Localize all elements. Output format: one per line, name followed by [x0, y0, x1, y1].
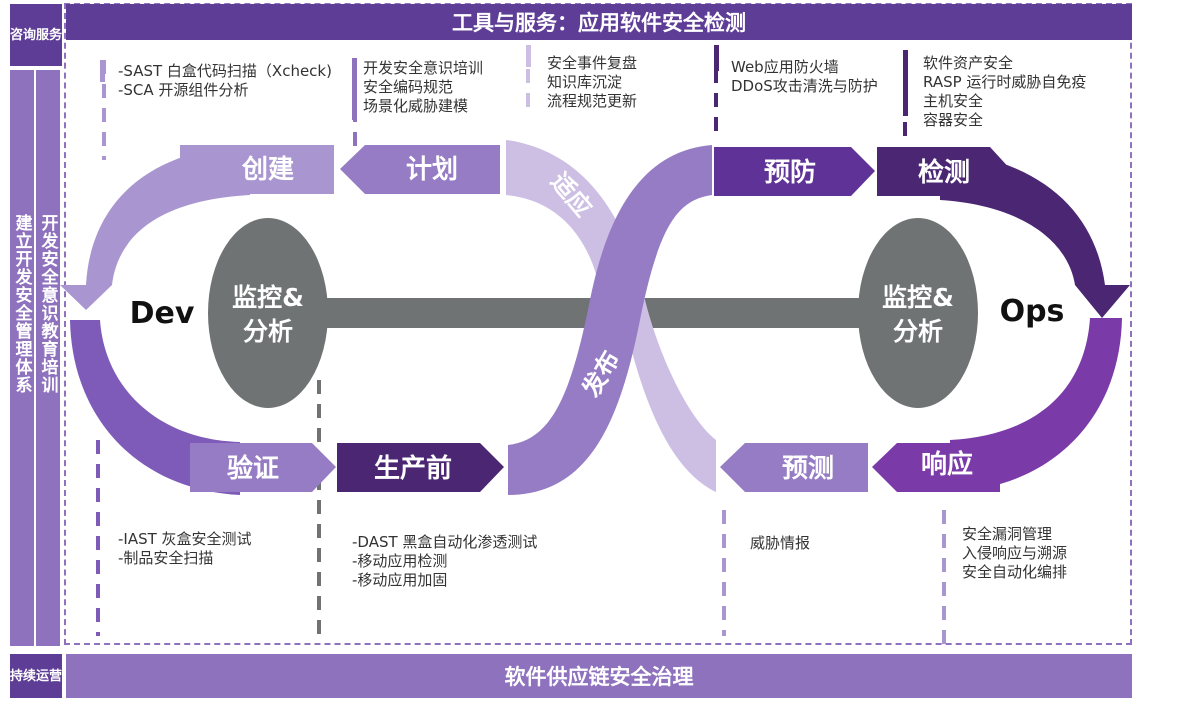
dev-monitor-ellipse — [208, 218, 328, 408]
prevent-notes: Web应用防火墙 DDoS攻击清洗与防护 — [731, 58, 878, 96]
preprod-notes: -DAST 黑盒自动化渗透测试 -移动应用检测 -移动应用加固 — [352, 533, 537, 590]
plan-shape — [340, 145, 500, 194]
supply-chain-banner: 软件供应链安全治理 — [66, 654, 1132, 698]
dev-center-line1: 监控& — [232, 283, 304, 312]
incident-review-note: 安全事件复盘 — [547, 54, 638, 72]
dev-center-line2: 分析 — [243, 317, 293, 346]
prevent-notes-marker — [714, 45, 719, 71]
mobile-harden-note: -移动应用加固 — [352, 571, 448, 589]
respond-shape — [872, 443, 1000, 492]
verify-shape — [190, 443, 336, 492]
operations-label: 持续运营 — [10, 654, 62, 698]
tools-services-banner: 工具与服务：应用软件安全检测 — [66, 4, 1132, 40]
adapt-notes: 安全事件复盘 知识库沉淀 流程规范更新 — [547, 54, 637, 111]
dast-note: -DAST 黑盒自动化渗透测试 — [352, 533, 538, 551]
ops-monitor-ellipse — [858, 218, 978, 408]
detect-notes-marker — [903, 50, 908, 116]
consulting-label: 咨询服务 — [10, 4, 62, 66]
host-security-note: 主机安全 — [923, 92, 984, 110]
sast-note: -SAST 白盒代码扫描（Xcheck) — [118, 62, 332, 80]
detect-label: 检测 — [918, 157, 970, 188]
verify-notes: -IAST 灰盒安全测试 -制品安全扫描 — [118, 530, 252, 568]
soar-note: 安全自动化编排 — [962, 563, 1068, 581]
prevent-shape — [714, 147, 875, 196]
plan-label: 计划 — [406, 155, 458, 185]
ops-center-line2: 分析 — [893, 317, 943, 346]
create-label: 创建 — [241, 155, 294, 185]
verify-label: 验证 — [227, 453, 279, 484]
knowledge-base-note: 知识库沉淀 — [547, 73, 623, 91]
release-ribbon — [508, 145, 712, 495]
vuln-mgmt-note: 安全漏洞管理 — [962, 525, 1053, 543]
ops-label: Ops — [1000, 294, 1065, 329]
threat-modeling-note: 场景化威胁建模 — [363, 97, 469, 115]
adapt-ribbon — [506, 140, 716, 492]
rasp-note: RASP 运行时威胁自免疫 — [923, 73, 1087, 91]
ops-center-line1: 监控& — [882, 283, 954, 312]
preprod-label: 生产前 — [374, 453, 452, 484]
dev-label: Dev — [130, 296, 195, 331]
create-shape — [180, 145, 334, 194]
plan-notes-marker — [352, 58, 357, 120]
governance-system-bar: 建立开发安全管理体系 — [10, 70, 34, 646]
respond-notes: 安全漏洞管理 入侵响应与溯源 安全自动化编排 — [962, 525, 1067, 582]
asset-security-note: 软件资产安全 — [923, 54, 1014, 72]
ddos-note: DDoS攻击清洗与防护 — [731, 77, 878, 95]
preprod-shape — [337, 443, 504, 492]
sca-note: -SCA 开源组件分析 — [118, 81, 249, 99]
predict-shape — [720, 443, 868, 492]
container-security-note: 容器安全 — [923, 111, 984, 129]
detect-shape — [877, 147, 1012, 196]
predict-label: 预测 — [782, 454, 834, 484]
coding-standard-note: 安全编码规范 — [363, 78, 454, 96]
sast-sca-notes: -SAST 白盒代码扫描（Xcheck) -SCA 开源组件分析 — [118, 62, 332, 100]
governance-system-label: 建立开发安全管理体系 — [11, 214, 32, 394]
security-training-label: 开发安全意识教育培训 — [37, 214, 58, 394]
mobile-test-note: -移动应用检测 — [352, 552, 448, 570]
incident-response-note: 入侵响应与溯源 — [962, 544, 1068, 562]
threat-intel-note: 威胁情报 — [750, 534, 811, 552]
prevent-label: 预防 — [764, 158, 816, 188]
plan-notes: 开发安全意识培训 安全编码规范 场景化威胁建模 — [363, 59, 483, 116]
process-update-note: 流程规范更新 — [547, 92, 638, 110]
security-training-bar: 开发安全意识教育培训 — [36, 70, 60, 646]
detect-notes: 软件资产安全 RASP 运行时威胁自免疫 主机安全 容器安全 — [923, 54, 1086, 130]
adapt-notes-marker — [526, 45, 531, 67]
iast-note: -IAST 灰盒安全测试 — [118, 530, 252, 548]
respond-label: 响应 — [921, 449, 973, 480]
training-note: 开发安全意识培训 — [363, 59, 484, 77]
predict-notes: 威胁情报 — [750, 534, 810, 553]
artifact-scan-note: -制品安全扫描 — [118, 549, 214, 567]
waf-note: Web应用防火墙 — [731, 58, 839, 76]
